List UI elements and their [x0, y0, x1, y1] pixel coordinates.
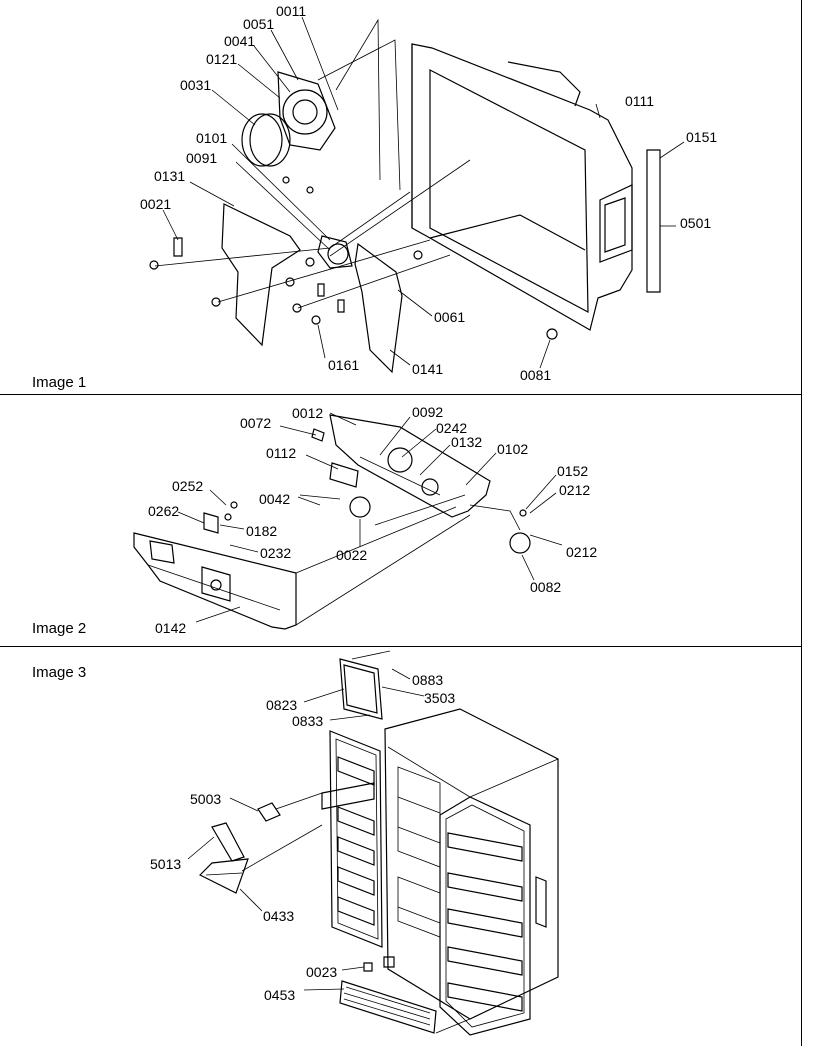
- callout-0212-lower: 0212: [566, 544, 598, 560]
- callout-0242: 0242: [436, 420, 468, 436]
- callout-0823: 0823: [266, 697, 298, 713]
- callout-0132: 0132: [451, 434, 483, 450]
- housing-top-lip: [508, 62, 580, 106]
- callout-0021: 0021: [140, 196, 172, 212]
- right-door: [440, 797, 530, 1035]
- callout-0232: 0232: [260, 545, 292, 561]
- callout-5013: 5013: [150, 856, 182, 872]
- callout-0501: 0501: [680, 215, 712, 231]
- top-cover: [340, 659, 382, 719]
- callout-0131: 0131: [154, 168, 186, 184]
- gasket-strip: [647, 150, 660, 292]
- left-door: [330, 731, 382, 947]
- relay-part: [510, 533, 530, 553]
- dispenser-part-5003: [258, 803, 280, 821]
- cabinet-body: [385, 709, 558, 1019]
- callout-0112: 0112: [266, 445, 297, 461]
- refrigerator-assembly-drawing: [0, 647, 802, 1046]
- callout-5003: 5003: [190, 791, 222, 807]
- callout-0152: 0152: [557, 463, 589, 479]
- panel-image-1: 0011 0051 0041 0121 0031 0111 0151 0101 …: [0, 0, 802, 395]
- callout-0042: 0042: [259, 491, 291, 507]
- callout-0081: 0081: [520, 367, 552, 383]
- dispenser-control-assembly-drawing: [0, 395, 802, 647]
- front-panel: [134, 533, 296, 629]
- callout-0061: 0061: [434, 309, 466, 325]
- callout-0051: 0051: [243, 16, 275, 32]
- callout-0023: 0023: [306, 964, 338, 980]
- callout-0212: 0212: [559, 482, 591, 498]
- callout-0102: 0102: [497, 441, 529, 457]
- dispenser-area: [322, 783, 374, 809]
- callout-0262: 0262: [148, 503, 180, 519]
- ice-bucket-assembly-drawing: [0, 0, 802, 395]
- right-chute: [355, 244, 402, 372]
- toe-grille: [340, 981, 436, 1033]
- callout-0252: 0252: [172, 478, 204, 494]
- callout-0101: 0101: [196, 130, 228, 146]
- switch-part: [350, 497, 370, 517]
- callout-0091: 0091: [186, 150, 218, 166]
- panel-image-2: 0072 0012 0092 0242 0132 0102 0112 0152 …: [0, 395, 802, 647]
- fan-blade: [242, 114, 282, 166]
- callout-0011: 0011: [276, 3, 307, 19]
- callout-0022: 0022: [336, 547, 368, 563]
- callout-0142: 0142: [155, 620, 187, 636]
- callout-0031: 0031: [180, 77, 212, 93]
- callout-3503: 3503: [424, 690, 456, 706]
- dispenser-part-5013: [212, 823, 244, 861]
- panel-caption: Image 2: [32, 620, 87, 637]
- callout-0092: 0092: [412, 404, 444, 420]
- left-chute: [222, 204, 300, 345]
- panel-caption: Image 1: [32, 374, 87, 391]
- callout-0883: 0883: [412, 672, 444, 688]
- callout-0151: 0151: [686, 129, 718, 145]
- panel-image-3: Image 3: [0, 647, 802, 1046]
- callout-0182: 0182: [246, 523, 278, 539]
- callout-0082: 0082: [530, 579, 562, 595]
- callout-0161: 0161: [328, 357, 360, 373]
- callout-0111: 0111: [625, 93, 655, 109]
- drip-tray: [200, 859, 248, 893]
- housing-outline: [412, 44, 632, 330]
- callout-0433: 0433: [263, 908, 295, 924]
- callout-0041: 0041: [224, 33, 256, 49]
- callout-0012: 0012: [292, 405, 324, 421]
- panel-caption: Image 3: [32, 664, 87, 681]
- callout-0072: 0072: [240, 415, 272, 431]
- housing-opening: [430, 70, 588, 312]
- callout-0453: 0453: [264, 987, 296, 1003]
- callout-0141: 0141: [412, 361, 444, 377]
- callout-0121: 0121: [206, 51, 238, 67]
- callout-0833: 0833: [292, 713, 324, 729]
- dispenser-housing: [330, 415, 490, 517]
